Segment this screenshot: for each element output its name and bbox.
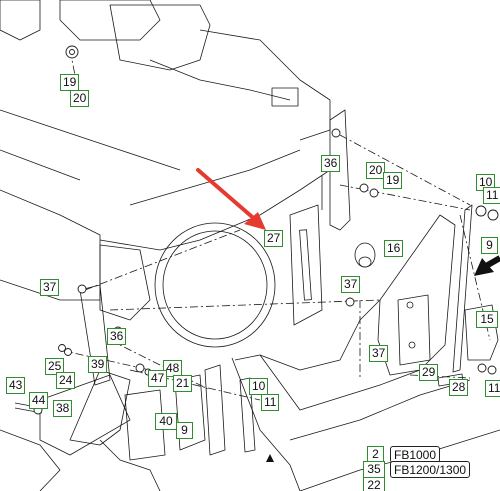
callout-43: 43 <box>6 377 26 394</box>
callout-19: 19 <box>383 172 403 189</box>
callout-36: 36 <box>321 155 341 172</box>
direction-arrow <box>474 255 500 276</box>
callout-19: 19 <box>60 74 80 91</box>
callout-44: 44 <box>29 392 49 409</box>
callout-40: 40 <box>155 413 177 430</box>
callout-29: 29 <box>419 364 439 381</box>
callout-36: 36 <box>107 328 127 345</box>
callout-9: 9 <box>481 237 498 254</box>
callout-48: 48 <box>163 360 183 377</box>
callout-20: 20 <box>366 162 386 179</box>
pointer-arrow <box>196 168 266 230</box>
callout-28: 28 <box>449 379 469 396</box>
callout-22: 22 <box>363 477 385 491</box>
callout-10: 10 <box>476 174 496 191</box>
callout-10: 10 <box>249 378 269 395</box>
callout-15: 15 <box>476 311 498 328</box>
callout-35: 35 <box>363 461 385 478</box>
callout-11: 11 <box>261 394 280 411</box>
callout-9: 9 <box>176 422 193 439</box>
callout-20: 20 <box>70 90 90 107</box>
callout-38: 38 <box>53 400 73 417</box>
callout-27: 27 <box>264 230 284 247</box>
callout-37: 37 <box>369 345 389 362</box>
model-label-fb1000: FB1000 <box>390 446 441 463</box>
model-label-fb1200-1300: FB1200/1300 <box>390 461 471 478</box>
callout-37: 37 <box>341 276 361 293</box>
callout-37: 37 <box>40 279 60 296</box>
callout-39: 39 <box>88 356 108 373</box>
callout-16: 16 <box>384 240 404 257</box>
callout-25: 25 <box>45 358 65 375</box>
callout-11: 11 <box>485 380 500 397</box>
callout-24: 24 <box>56 372 76 389</box>
callout-21: 21 <box>173 375 193 392</box>
callout-11: 11 <box>483 187 500 204</box>
callout-47: 47 <box>148 370 168 387</box>
